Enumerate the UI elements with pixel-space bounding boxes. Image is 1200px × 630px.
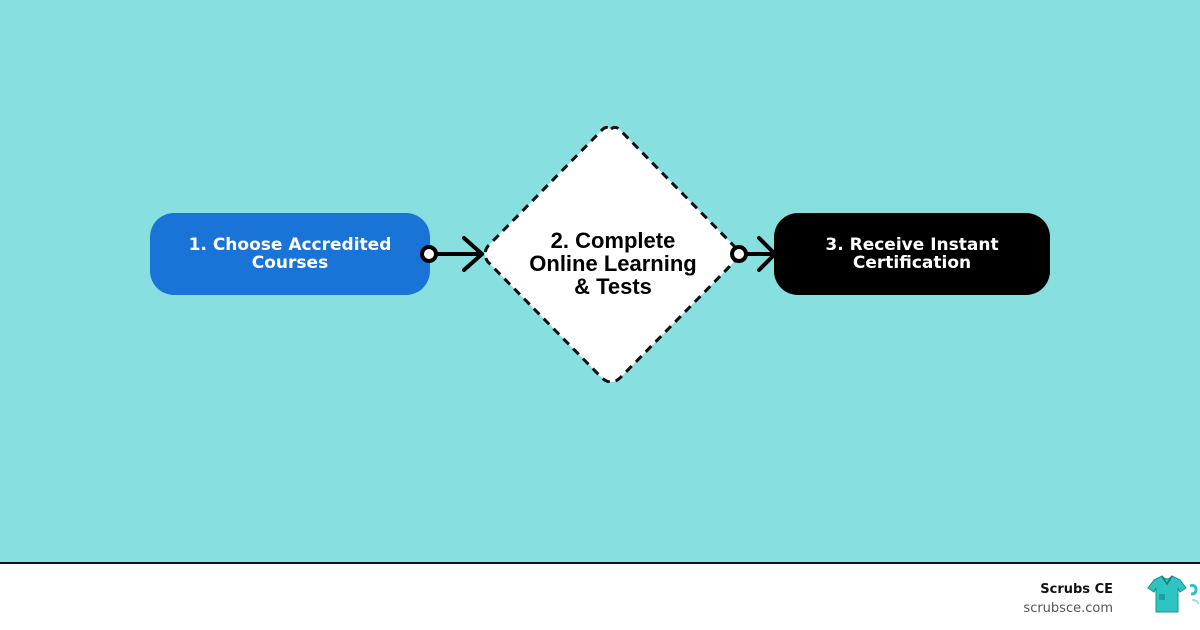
logo-letter-shape [1189,584,1198,596]
logo-letter-shape-2 [1191,599,1199,605]
connector-2-3-start-dot [730,245,748,263]
step-1-label: 1. Choose Accredited Courses [188,235,392,273]
connector-1-2-start-dot [420,245,438,263]
step-2-diamond-shape [483,125,739,383]
footer-divider [0,562,1200,564]
step-3-label: 3. Receive Instant Certification [825,235,999,273]
step-1-box: 1. Choose Accredited Courses [150,213,430,295]
connector-1-2 [420,236,484,272]
shirt-shape [1147,575,1187,613]
connector-2-3 [730,236,777,272]
step-2-diamond [483,125,739,383]
shirt-collar [1161,575,1173,586]
step-3-box: 3. Receive Instant Certification [774,213,1050,295]
connector-1-2-arrowhead [462,236,484,272]
shirt-pocket [1159,594,1165,600]
step-2-label: 2. Complete Online Learning & Tests [529,228,697,299]
brand-url[interactable]: scrubsce.com [1023,601,1113,616]
footer-bar [0,564,1200,630]
scrubs-shirt-icon [1147,575,1199,613]
brand-name: Scrubs CE [1040,582,1113,597]
